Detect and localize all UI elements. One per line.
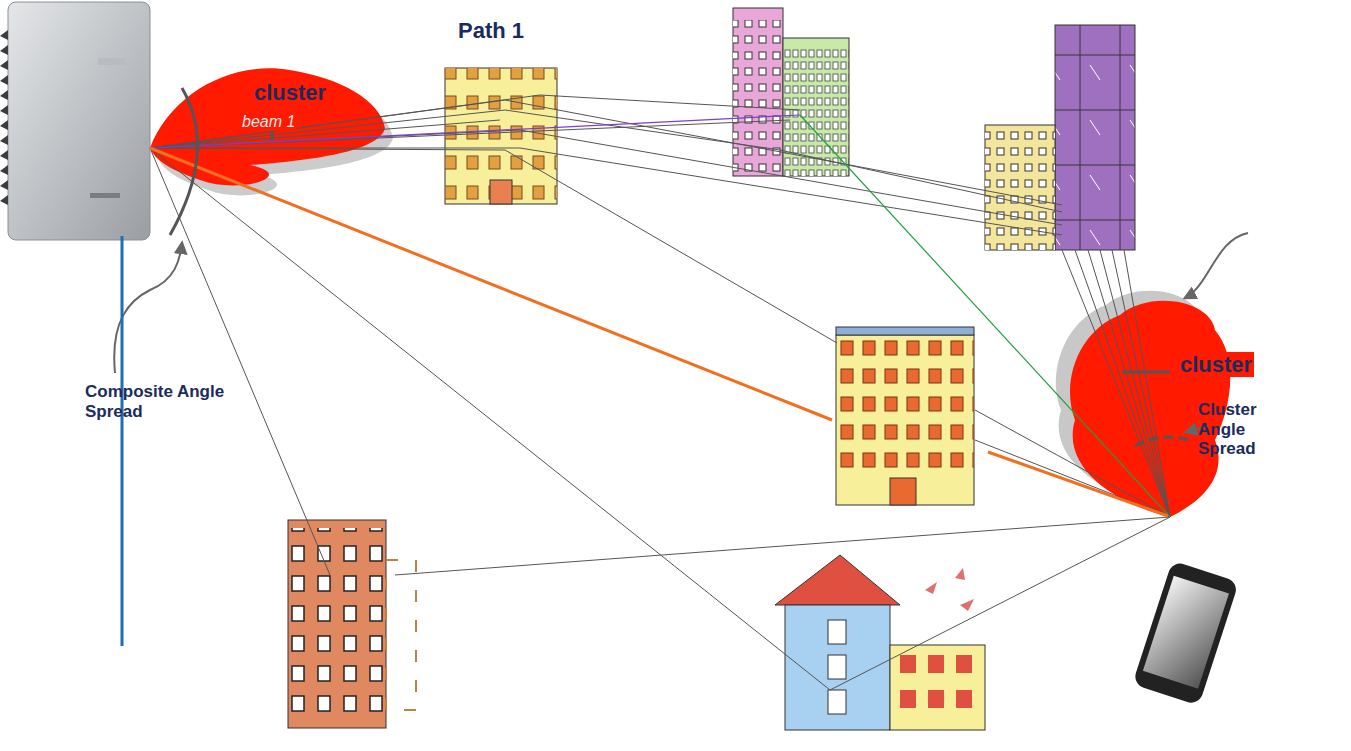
beam-label: beam 1 [240, 113, 297, 131]
ray-paths [150, 95, 1170, 690]
ray-orange [988, 452, 1168, 516]
composite-spread-arc [170, 88, 197, 235]
building-yellow-2 [836, 327, 974, 505]
building-red [288, 520, 416, 728]
spread-label: Composite Angle Spread [85, 382, 275, 421]
cluster-label: cluster [1178, 352, 1254, 377]
cluster-marker [1122, 371, 1170, 374]
cluster-spread-arc [1135, 437, 1190, 446]
building-pink-green [733, 8, 849, 176]
building-yellow-1 [445, 68, 557, 204]
path-label: Path 1 [458, 18, 524, 43]
ray-orange [150, 148, 832, 420]
leader-arrow [1185, 233, 1248, 298]
leader-arrow [114, 243, 182, 373]
cluster-label: cluster [252, 80, 328, 105]
phone [1132, 560, 1239, 705]
building-purple [985, 25, 1135, 250]
mast-line [121, 236, 124, 646]
antenna [0, 2, 150, 240]
spread-label: Cluster Angle Spread [1198, 400, 1278, 459]
ray-green [800, 115, 1170, 517]
building-blue-house [775, 555, 985, 730]
